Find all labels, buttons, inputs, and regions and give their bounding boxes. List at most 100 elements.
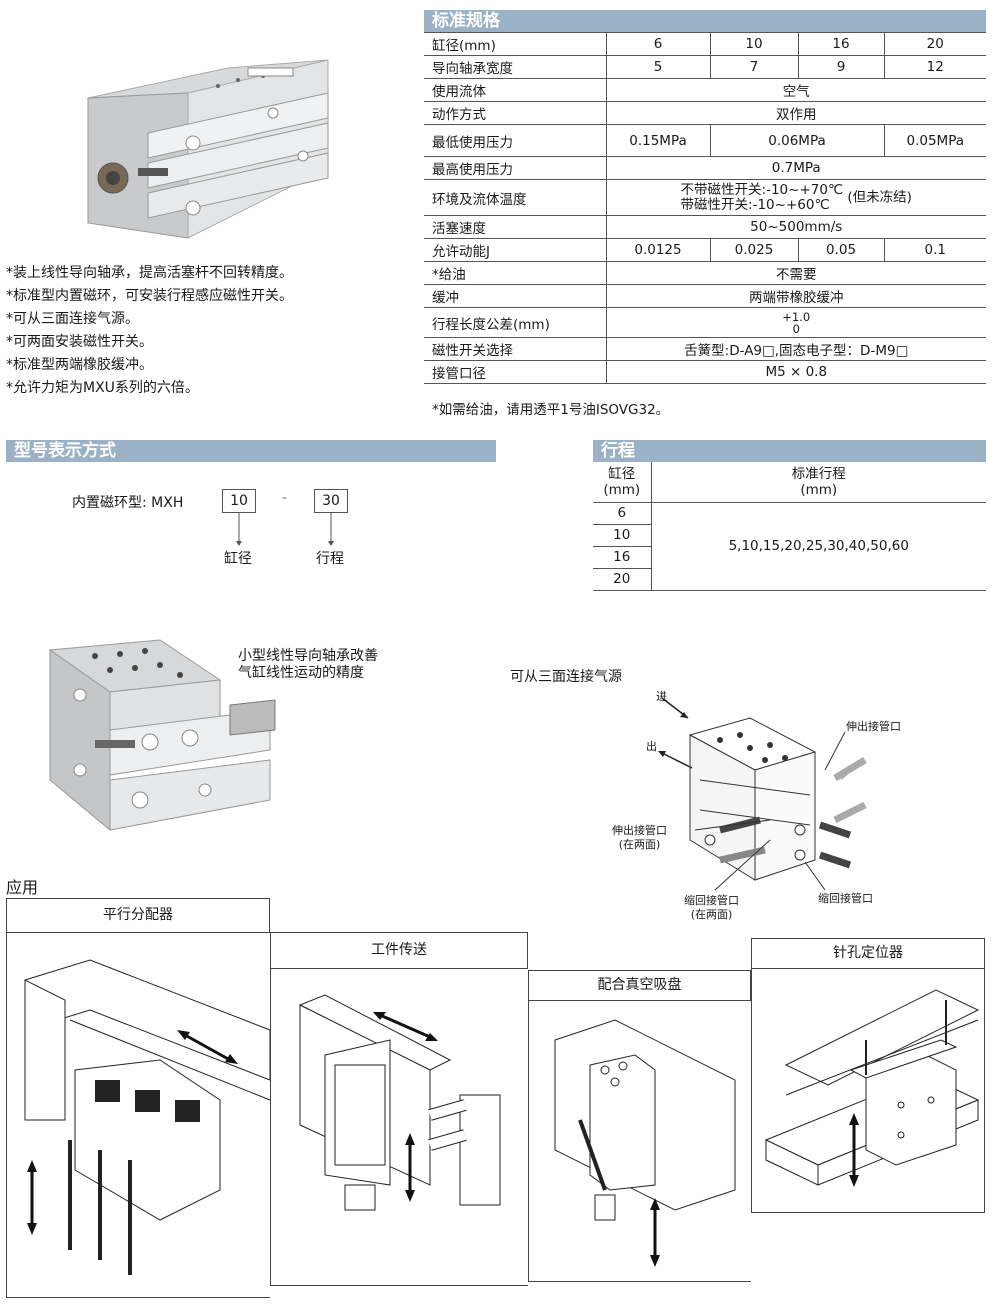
feature-item: *标准型两端橡胶缓冲。 — [6, 357, 153, 373]
app-tab-label: 配合真空吸盘 — [597, 977, 682, 993]
label-main: 缩回接管口 — [684, 894, 739, 907]
cell: 12 — [883, 55, 986, 79]
cell: 0.15MPa — [605, 124, 710, 157]
cell: 空气 — [605, 78, 986, 102]
table-row: 10 — [593, 524, 986, 547]
row-label: 接管口径 — [424, 360, 606, 384]
spec-header: 标准规格 — [424, 10, 986, 32]
feature-item: *可两面安装磁性开关。 — [6, 334, 153, 350]
table-row: 缸径(mm) 6 10 16 20 — [424, 32, 986, 56]
cell: 0.05 — [797, 238, 884, 262]
header-unit: (mm) — [603, 481, 641, 498]
feature-item: *装上线性导向轴承，提高活塞杆不回转精度。 — [6, 265, 293, 281]
feature-item: *标准型内置磁环，可安装行程感应磁性开关。 — [6, 288, 293, 304]
caption-line: 气缸线性运动的精度 — [238, 665, 364, 681]
model-prefix: 内置磁环型: MXH — [72, 495, 184, 511]
stroke-code-box: 30 — [314, 489, 348, 513]
table-row: 允许动能J 0.0125 0.025 0.05 0.1 — [424, 238, 986, 262]
spec-footnote: *如需给油，请用透平1号油ISOVG32。 — [432, 402, 670, 418]
table-row: 16 — [593, 546, 986, 569]
stroke-header-cell: 标准行程 (mm) — [651, 462, 986, 503]
table-row: 活塞速度 50~500mm/s — [424, 215, 986, 239]
app-illustration-workpiece-transfer — [298, 994, 501, 1211]
retract-port-left-label: 缩回接管口 (在两面) — [684, 894, 739, 922]
cell: +1.0 0 — [605, 307, 986, 338]
extend-port-right-label: 伸出接管口 — [846, 720, 901, 733]
row-label: 最低使用压力 — [424, 124, 606, 157]
row-label: 缸径(mm) — [424, 32, 606, 56]
model-dash: - — [282, 490, 288, 506]
table-row: 6 5,10,15,20,25,30,40,50,60 — [593, 502, 986, 591]
cell: 两端带橡胶缓冲 — [605, 284, 986, 308]
row-label: 使用流体 — [424, 78, 606, 102]
table-row: *给油 不需要 — [424, 261, 986, 285]
table-row: 缸径 (mm) 标准行程 (mm) — [593, 462, 986, 503]
cell: 20 — [883, 32, 986, 56]
ports-title: 可从三面连接气源 — [510, 669, 622, 685]
table-row: 最低使用压力 0.15MPa 0.06MPa 0.05MPa — [424, 124, 986, 157]
application-title: 应用 — [6, 878, 39, 897]
bore-label: 缸径 — [224, 551, 252, 567]
caption-linear-guide: 小型线性导向轴承改善 气缸线性运动的精度 — [238, 648, 378, 682]
row-label: 导向轴承宽度 — [424, 55, 606, 79]
cell: 0.7MPa — [605, 156, 986, 180]
table-row: 磁性开关选择 舌簧型:D-A9□,固态电子型：D-M9□ — [424, 337, 986, 361]
cell: 0.1 — [883, 238, 986, 262]
label-sub: (在两面) — [618, 838, 661, 851]
bore-cell: 20 — [593, 568, 652, 591]
stroke-title: 行程 — [601, 441, 635, 461]
cell: 不带磁性开关:-10~+70℃ 带磁性开关:-10~+60℃ (但未冻结) — [605, 179, 986, 216]
feature-list: *装上线性导向轴承，提高活塞杆不回转精度。 *标准型内置磁环，可安装行程感应磁性… — [6, 262, 416, 400]
caption-line: 小型线性导向轴承改善 — [238, 648, 378, 664]
spec-title: 标准规格 — [432, 11, 500, 31]
label-main: 伸出接管口 — [612, 824, 667, 837]
feature-item: *可从三面连接气源。 — [6, 311, 139, 327]
header-unit: (mm) — [800, 481, 838, 498]
table-row: 行程长度公差(mm) +1.0 0 — [424, 307, 986, 338]
row-label: 最高使用压力 — [424, 156, 606, 180]
product-image-top — [87, 59, 329, 239]
temp-no-switch: 不带磁性开关:-10~+70℃ — [680, 181, 844, 198]
temp-note: (但未冻结) — [847, 189, 912, 205]
app-tab-vacuum-pad: 配合真空吸盘 — [528, 970, 751, 1001]
model-title: 型号表示方式 — [14, 441, 116, 461]
tolerance-lower: 0 — [792, 321, 800, 336]
retract-port-right-label: 缩回接管口 — [818, 892, 873, 905]
extend-port-left-label: 伸出接管口 (在两面) — [612, 824, 667, 852]
cell: M5 × 0.8 — [605, 360, 986, 384]
bore-cell: 10 — [593, 524, 652, 547]
app-tab-label: 工件传送 — [371, 942, 427, 958]
stroke-label: 行程 — [316, 551, 344, 567]
table-row: 缓冲 两端带橡胶缓冲 — [424, 284, 986, 308]
cell: 6 — [605, 32, 710, 56]
table-row: 动作方式 双作用 — [424, 101, 986, 125]
cell: 0.05MPa — [883, 124, 986, 157]
cell: 50~500mm/s — [605, 215, 986, 239]
app-illustration-parallel-distributor — [24, 959, 271, 1275]
port-in-label: 进 — [656, 690, 667, 703]
row-label: 环境及流体温度 — [424, 179, 606, 216]
cell: 10 — [709, 32, 798, 56]
bore-code-box: 10 — [222, 489, 256, 513]
bore-cell: 6 — [593, 502, 652, 525]
app-tab-workpiece-transfer: 工件传送 — [270, 932, 528, 969]
feature-item: *允许力矩为MXU系列的六倍。 — [6, 380, 199, 396]
app-tab-label: 针孔定位器 — [833, 945, 903, 961]
header-text: 缸径 — [608, 465, 636, 482]
stroke-values: 5,10,15,20,25,30,40,50,60 — [651, 502, 986, 591]
bore-cell: 16 — [593, 546, 652, 569]
bore-header: 缸径 (mm) — [593, 462, 652, 503]
app-tab-parallel-distributor: 平行分配器 — [6, 898, 270, 933]
app-illustration-pin-positioner — [764, 989, 980, 1187]
cell: 0.0125 — [605, 238, 710, 262]
port-out-label: 出 — [646, 740, 657, 753]
header-text: 标准行程 — [791, 465, 846, 482]
port-diagram — [658, 697, 867, 891]
cell: 0.025 — [709, 238, 798, 262]
cell: 7 — [709, 55, 798, 79]
row-label: 动作方式 — [424, 101, 606, 125]
app-tab-label: 平行分配器 — [103, 907, 173, 923]
row-label: 允许动能J — [424, 238, 606, 262]
temp-with-switch: 带磁性开关:-10~+60℃ — [680, 196, 830, 213]
row-label: *给油 — [424, 261, 606, 285]
